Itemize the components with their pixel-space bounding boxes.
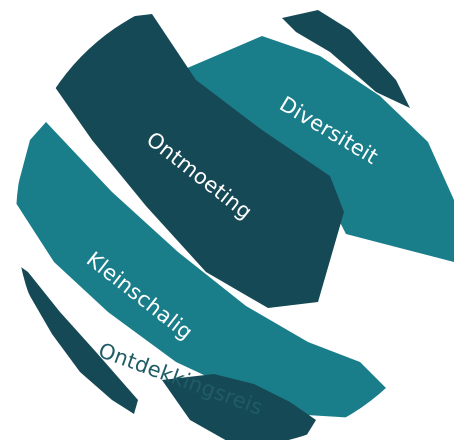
ontdekkingsreis-band	[162, 374, 316, 440]
bottom-left-sliver	[16, 262, 138, 414]
top-right-arc-segment	[282, 10, 410, 108]
ontmoeting-band	[50, 14, 344, 308]
diversiteit-band	[178, 36, 454, 262]
kleinschalig-band	[16, 122, 390, 418]
